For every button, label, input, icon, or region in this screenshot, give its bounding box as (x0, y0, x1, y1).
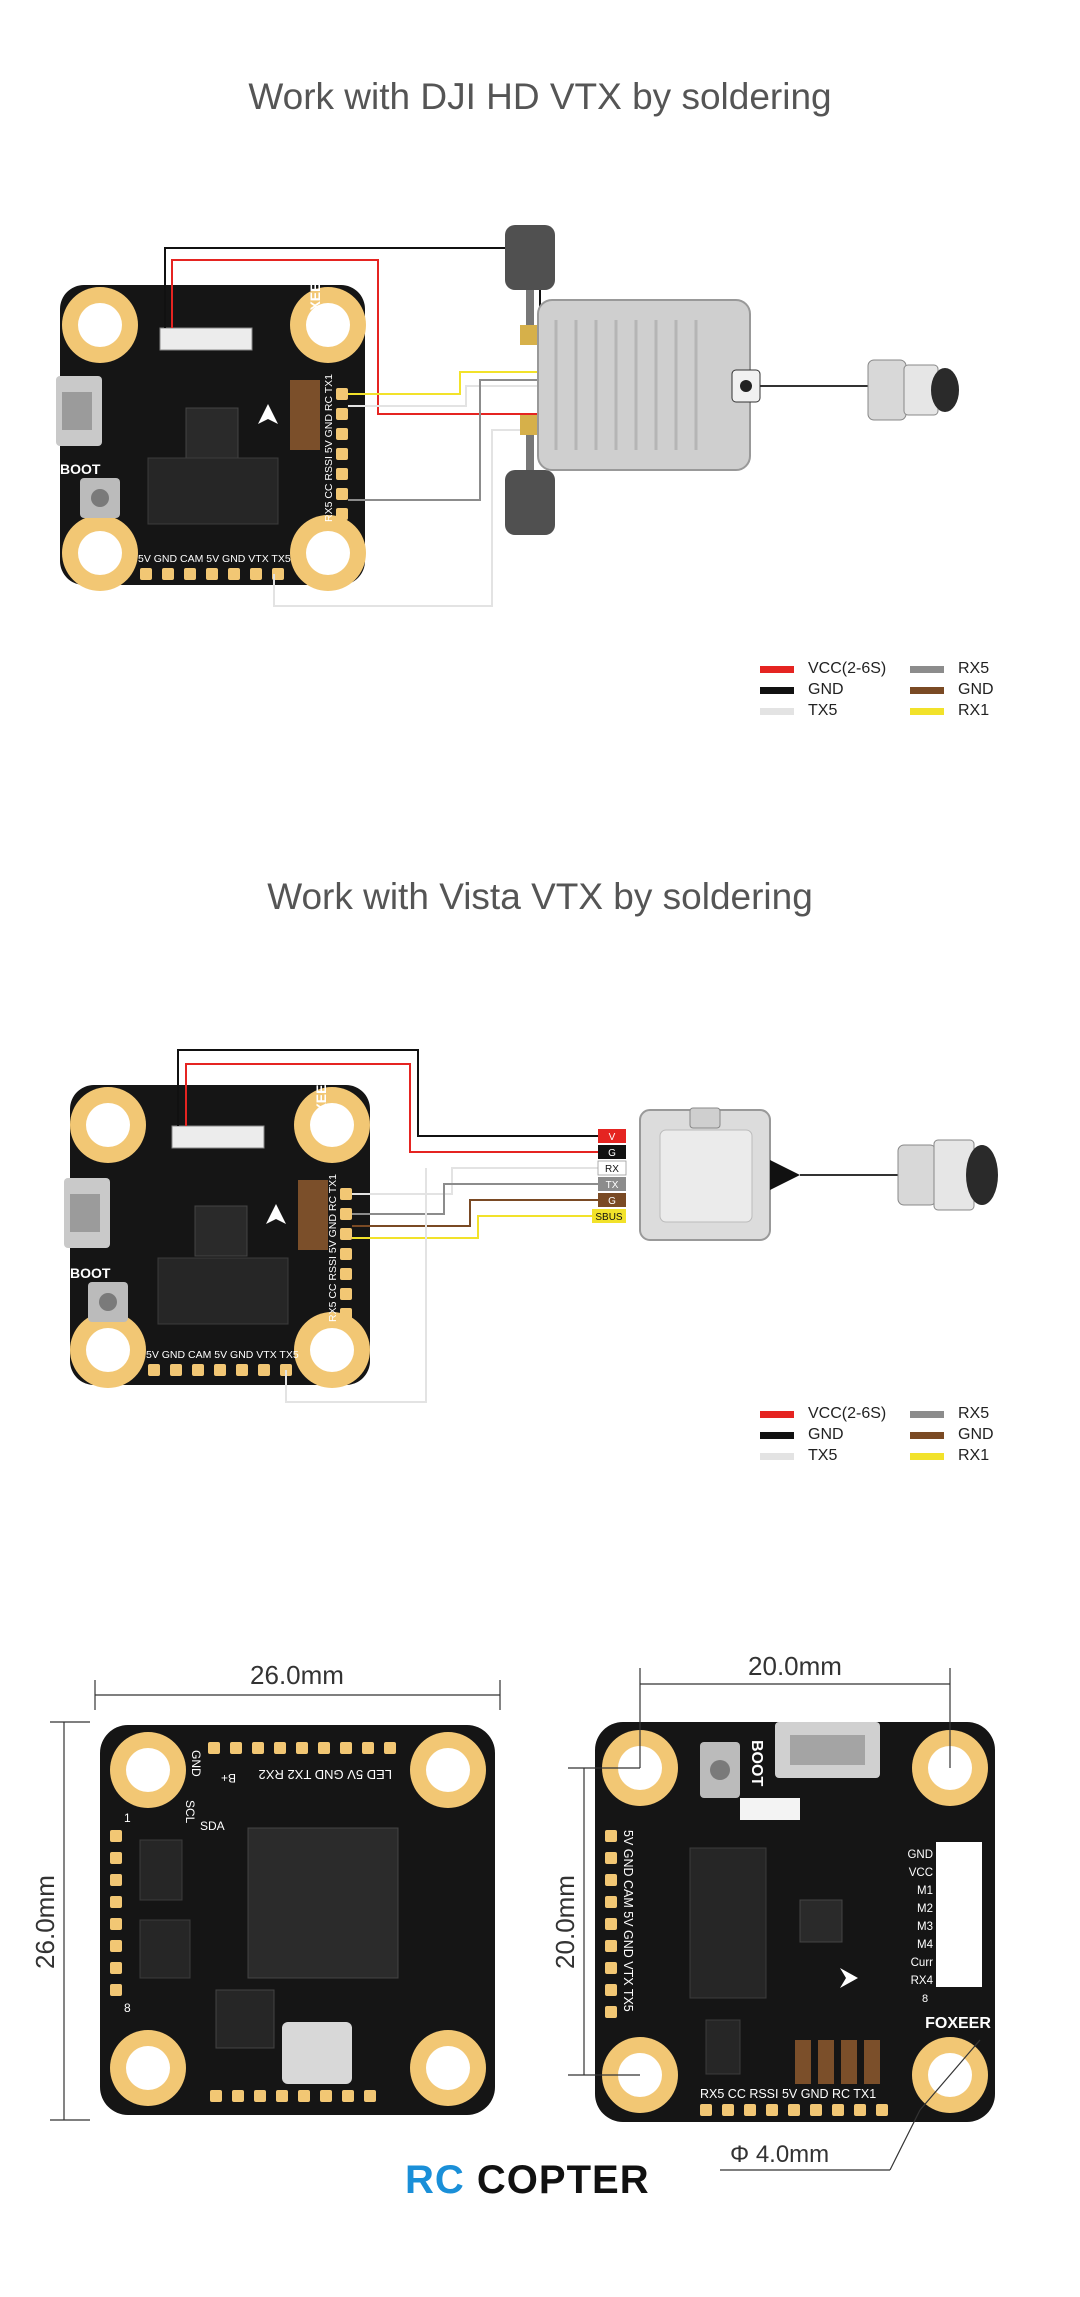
legend-item: VCC(2-6S) (760, 1405, 886, 1423)
vista-pin-g1: G (608, 1148, 616, 1159)
vista-pin-rx: RX (605, 1164, 619, 1175)
legend-item: GND (760, 1426, 844, 1444)
fc-board-dji (56, 285, 366, 591)
front-dimension-lines (568, 1668, 981, 2171)
legend-item: TX5 (760, 1447, 837, 1465)
legend-swatch (910, 1410, 944, 1418)
legend-label: GND (958, 681, 994, 698)
logo-part-rc: RC (405, 2158, 465, 2202)
vista-wires (177, 1049, 598, 1403)
legend-label: VCC(2-6S) (808, 660, 887, 677)
front-pin-label: M4 (917, 1939, 934, 1951)
legend-item: RX5 (910, 660, 989, 678)
brand-label-dji: FOXEER (307, 272, 323, 330)
legend-swatch (760, 1410, 794, 1418)
legend-dji: VCC(2-6S) GND TX5 RX5 GND RX1 (760, 660, 1020, 730)
legend-item: RX5 (910, 1405, 989, 1423)
vista-pin-sbus: SBUS (595, 1212, 623, 1223)
rc-copter-logo: RC COPTER (405, 2158, 650, 2203)
front-pin-label: M1 (917, 1885, 933, 1897)
front-right-pins: GND VCC M1 M2 M3 M4 Curr RX4 (907, 1849, 933, 1987)
legend-label: VCC(2-6S) (808, 1405, 887, 1422)
front-pin-label: M3 (917, 1921, 933, 1933)
front-pin-label: M2 (917, 1903, 933, 1915)
bottom-pads-label-dji: 5V GND CAM 5V GND VTX TX5 (138, 553, 291, 565)
front-pin-label: GND (907, 1849, 933, 1861)
legend-label: GND (808, 1426, 844, 1443)
back-one-label: 1 (124, 1811, 131, 1825)
legend-label: RX5 (958, 1405, 990, 1422)
side-pads-label-dji: RX5 CC RSSI 5V GND RC TX1 (323, 374, 335, 522)
legend-label: GND (808, 681, 844, 698)
legend-swatch (910, 1452, 944, 1460)
front-boot-label: BOOT (748, 1740, 765, 1786)
dji-air-unit (505, 225, 959, 535)
legend-item: GND (910, 1426, 994, 1444)
section-title-vista: Work with Vista VTX by soldering (267, 876, 813, 917)
vista-unit (639, 1107, 998, 1241)
front-width-label: 20.0mm (748, 1651, 842, 1681)
logo-part-copter: COPTER (476, 2158, 650, 2202)
front-height-label: 20.0mm (550, 1875, 580, 1969)
legend-label: TX5 (808, 702, 838, 719)
legend-label: TX5 (808, 1447, 838, 1464)
legend-swatch (910, 707, 944, 715)
legend-label: RX1 (958, 1447, 990, 1464)
side-pads-label-vista: RX5 CC RSSI 5V GND RC TX1 (327, 1174, 339, 1322)
back-top-pads-label: LED 5V GND TX2 RX2 (259, 1767, 392, 1782)
bottom-pads-label-vista: 5V GND CAM 5V GND VTX TX5 (146, 1349, 299, 1361)
back-bplus-label: B+ (221, 1771, 236, 1785)
legend-swatch (910, 1431, 944, 1439)
hole-diameter-label: Φ 4.0mm (730, 2141, 829, 2168)
back-eight-label: 8 (124, 2001, 131, 2015)
vista-pin-tags (592, 1129, 627, 1223)
boot-label-dji: BOOT (60, 461, 101, 477)
vista-pin-g2: G (608, 1196, 616, 1207)
back-scl-label: SCL (183, 1800, 197, 1824)
legend-swatch (760, 1431, 794, 1439)
back-height-label: 26.0mm (30, 1875, 60, 1969)
legend-label: GND (958, 1426, 994, 1443)
brand-label-vista: FOXEER (313, 1074, 329, 1132)
front-left-pads-label: 5V GND CAM 5V GND VTX TX5 (621, 1830, 635, 2012)
boot-label-vista: BOOT (70, 1265, 111, 1281)
front-board (595, 1722, 995, 2122)
legend-item: GND (910, 681, 994, 699)
front-bottom-pads-label: RX5 CC RSSI 5V GND RC TX1 (700, 2087, 876, 2101)
legend-swatch (760, 1452, 794, 1460)
front-eight-label: 8 (922, 1993, 928, 2005)
legend-vista: VCC(2-6S) GND TX5 RX5 GND RX1 (760, 1405, 1020, 1475)
legend-item: GND (760, 681, 844, 699)
legend-label: RX1 (958, 702, 990, 719)
legend-swatch (760, 707, 794, 715)
legend-item: TX5 (760, 702, 837, 720)
front-pin-label: Curr (911, 1957, 934, 1969)
legend-item: RX1 (910, 1447, 989, 1465)
front-pin-label: VCC (909, 1867, 933, 1879)
legend-swatch (760, 686, 794, 694)
legend-label: RX5 (958, 660, 990, 677)
front-pin-label: RX4 (911, 1975, 934, 1987)
back-sda-label: SDA (200, 1819, 225, 1833)
fc-board-vista (64, 1085, 370, 1388)
front-brand-label: FOXEER (925, 2015, 991, 2032)
legend-item: RX1 (910, 702, 989, 720)
back-gnd-label: GND (189, 1750, 203, 1777)
vista-pin-v: V (609, 1132, 616, 1143)
section-title-dji: Work with DJI HD VTX by soldering (248, 76, 832, 117)
legend-swatch (910, 686, 944, 694)
vista-pin-tx: TX (606, 1180, 619, 1191)
back-width-label: 26.0mm (250, 1660, 344, 1690)
legend-item: VCC(2-6S) (760, 660, 886, 678)
back-board (100, 1725, 495, 2115)
back-dimension-lines (50, 1680, 501, 2121)
legend-swatch (760, 665, 794, 673)
legend-swatch (910, 665, 944, 673)
